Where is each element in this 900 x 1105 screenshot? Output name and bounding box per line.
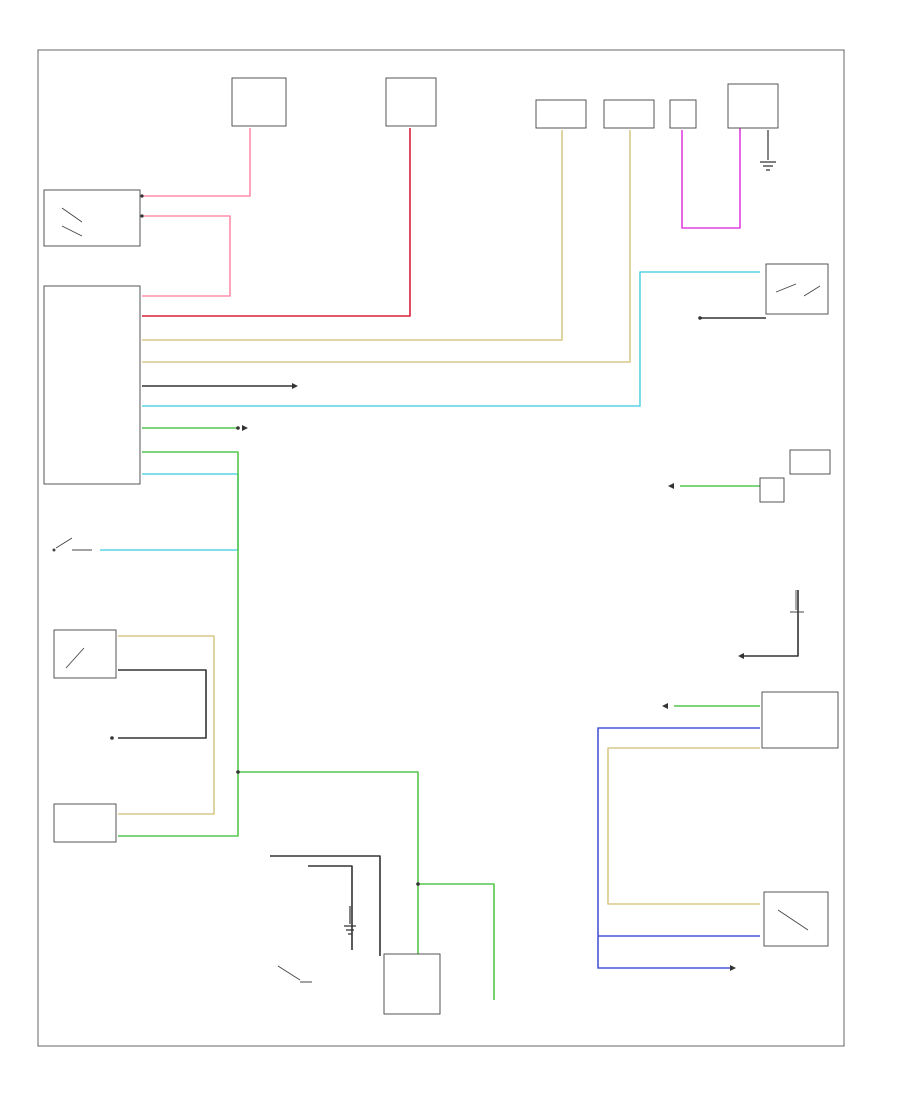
driver-door-lock-switch [761,691,839,749]
module-connector-right [759,477,785,503]
driver-actuator-linkage [777,909,809,931]
wire-black-right-ground [744,590,799,657]
wire-green-center-bus [238,771,419,956]
wire-cyan-headlamp-switch [142,271,760,407]
module-relay-right [603,99,655,129]
wire-tan-right-relay [142,130,631,363]
diagram-frame [37,49,845,1047]
splice-dot-1 [140,194,144,198]
module-fuse-block-center [385,77,437,127]
driver-door-lock-actuator [763,891,829,947]
arrow-right-serial [662,703,668,709]
module-fuse-block-left [231,77,287,127]
splice-dot-7 [110,736,114,740]
headlamp-switch-contacts [775,283,821,297]
wire-tan-left-relay [142,130,563,341]
arrow-right-ground [738,653,744,659]
wire-cyan-passenger-sensor [100,473,239,551]
wire-blue-mirror [597,936,730,969]
body-control-module [43,285,141,485]
wire-magenta-lamp [681,128,741,229]
arrow-right-module [668,483,674,489]
wire-black-center-switch-b [308,865,353,950]
passenger-door-sensor-pin [52,548,56,552]
ignition-switch [43,189,141,247]
splice-dot-4 [236,770,240,774]
wire-pink-fuse-top [142,128,251,197]
arrow-data-link [242,425,248,431]
module-courtesy-lamp [727,83,779,129]
passenger-door-sensor-switch [55,537,92,551]
wire-tan-passenger-lock [118,635,215,815]
center-console-switch [277,965,312,983]
wire-blue-driver-lock [597,727,760,937]
splice-dot-5 [416,882,420,886]
ground-symbol-2 [344,906,356,935]
passenger-door-lock-actuator [53,803,117,843]
splice-dot-6 [698,316,702,320]
module-relay-left [535,99,587,129]
ignition-switch-contacts [61,207,83,237]
wire-black-center-switch [270,855,381,956]
splice-dot-2 [140,214,144,218]
driver-door-module [383,953,441,1015]
wire-tan-driver-unlock [607,747,760,905]
ground-symbol-1 [760,130,776,171]
module-relay-lamp [669,99,697,129]
module-top-right [789,449,831,475]
passenger-lock-switch-contact [65,647,85,669]
headlamp-switch [765,263,829,315]
wire-black-passenger-ground [118,669,207,739]
right-ground-symbol [790,590,804,613]
arrow-black-ground [292,383,298,389]
wire-green-serial-bus [118,451,239,837]
wire-pink-ign-bus [142,215,231,297]
wire-red-fuse-center [142,128,411,317]
wire-green-right-bus [418,883,495,1000]
arrow-blue-mirror [730,965,736,971]
passenger-lock-switch [53,629,117,679]
splice-dot-3 [236,426,240,430]
